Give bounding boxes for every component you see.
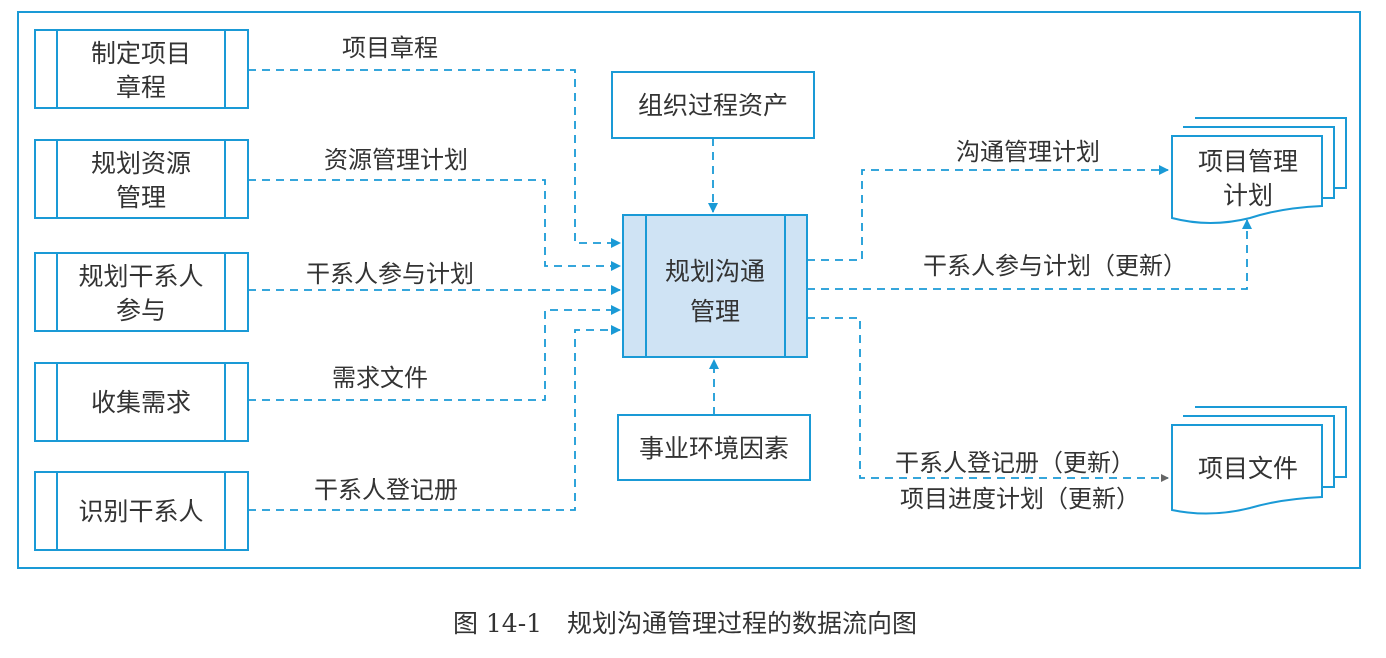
flow-arrow (248, 179, 621, 271)
process-label: 参与 (116, 296, 166, 325)
process-label: 管理 (116, 183, 166, 212)
process-label: 规划干系人 (78, 262, 203, 291)
input-process-3: 规划干系人 参与 (34, 252, 249, 332)
process-label: 制定项目 (91, 39, 191, 68)
input-process-2: 规划资源 管理 (34, 139, 249, 219)
figure-caption: 图 14-1 规划沟通管理过程的数据流向图 (453, 609, 917, 638)
svg-text:事业环境因素: 事业环境因素 (639, 434, 789, 463)
process-label: 章程 (116, 73, 166, 102)
svg-text:规划沟通: 规划沟通 (665, 257, 765, 286)
enterprise-env-factors-box: 事业环境因素 (617, 414, 811, 481)
flow-label: 干系人参与计划 (306, 260, 474, 288)
project-documents-doc: 项目文件 (1171, 406, 1347, 515)
flow-label: 干系人登记册（更新） (895, 449, 1135, 477)
flow-arrow (248, 305, 621, 401)
process-label: 识别干系人 (78, 497, 203, 526)
flow-arrow (248, 69, 621, 248)
flow-label: 项目进度计划（更新） (900, 485, 1140, 513)
process-label: 规划资源 (91, 149, 191, 178)
flow-arrow (807, 219, 1252, 290)
input-process-4: 收集需求 (34, 362, 249, 442)
flow-label: 资源管理计划 (324, 146, 468, 174)
svg-text:管理: 管理 (690, 297, 740, 326)
input-process-5: 识别干系人 (34, 471, 249, 551)
process-label: 收集需求 (91, 388, 191, 417)
flow-label: 需求文件 (332, 364, 428, 392)
center-process: 规划沟通 管理 (622, 214, 808, 358)
input-process-1: 制定项目 章程 (34, 29, 249, 109)
flow-label: 项目章程 (342, 34, 438, 62)
outer-frame (17, 11, 1361, 569)
svg-text:计划: 计划 (1223, 181, 1273, 210)
svg-text:项目文件: 项目文件 (1198, 454, 1298, 483)
svg-text:组织过程资产: 组织过程资产 (638, 91, 788, 120)
flow-label: 沟通管理计划 (956, 138, 1100, 166)
project-management-plan-doc: 项目管理 计划 (1171, 117, 1347, 224)
flow-label: 干系人参与计划（更新） (923, 252, 1187, 280)
flow-arrow (807, 165, 1169, 261)
org-process-assets-box: 组织过程资产 (611, 71, 815, 139)
svg-text:项目管理: 项目管理 (1198, 147, 1298, 176)
flow-label: 干系人登记册 (314, 476, 458, 504)
flow-arrow (807, 317, 1169, 482)
